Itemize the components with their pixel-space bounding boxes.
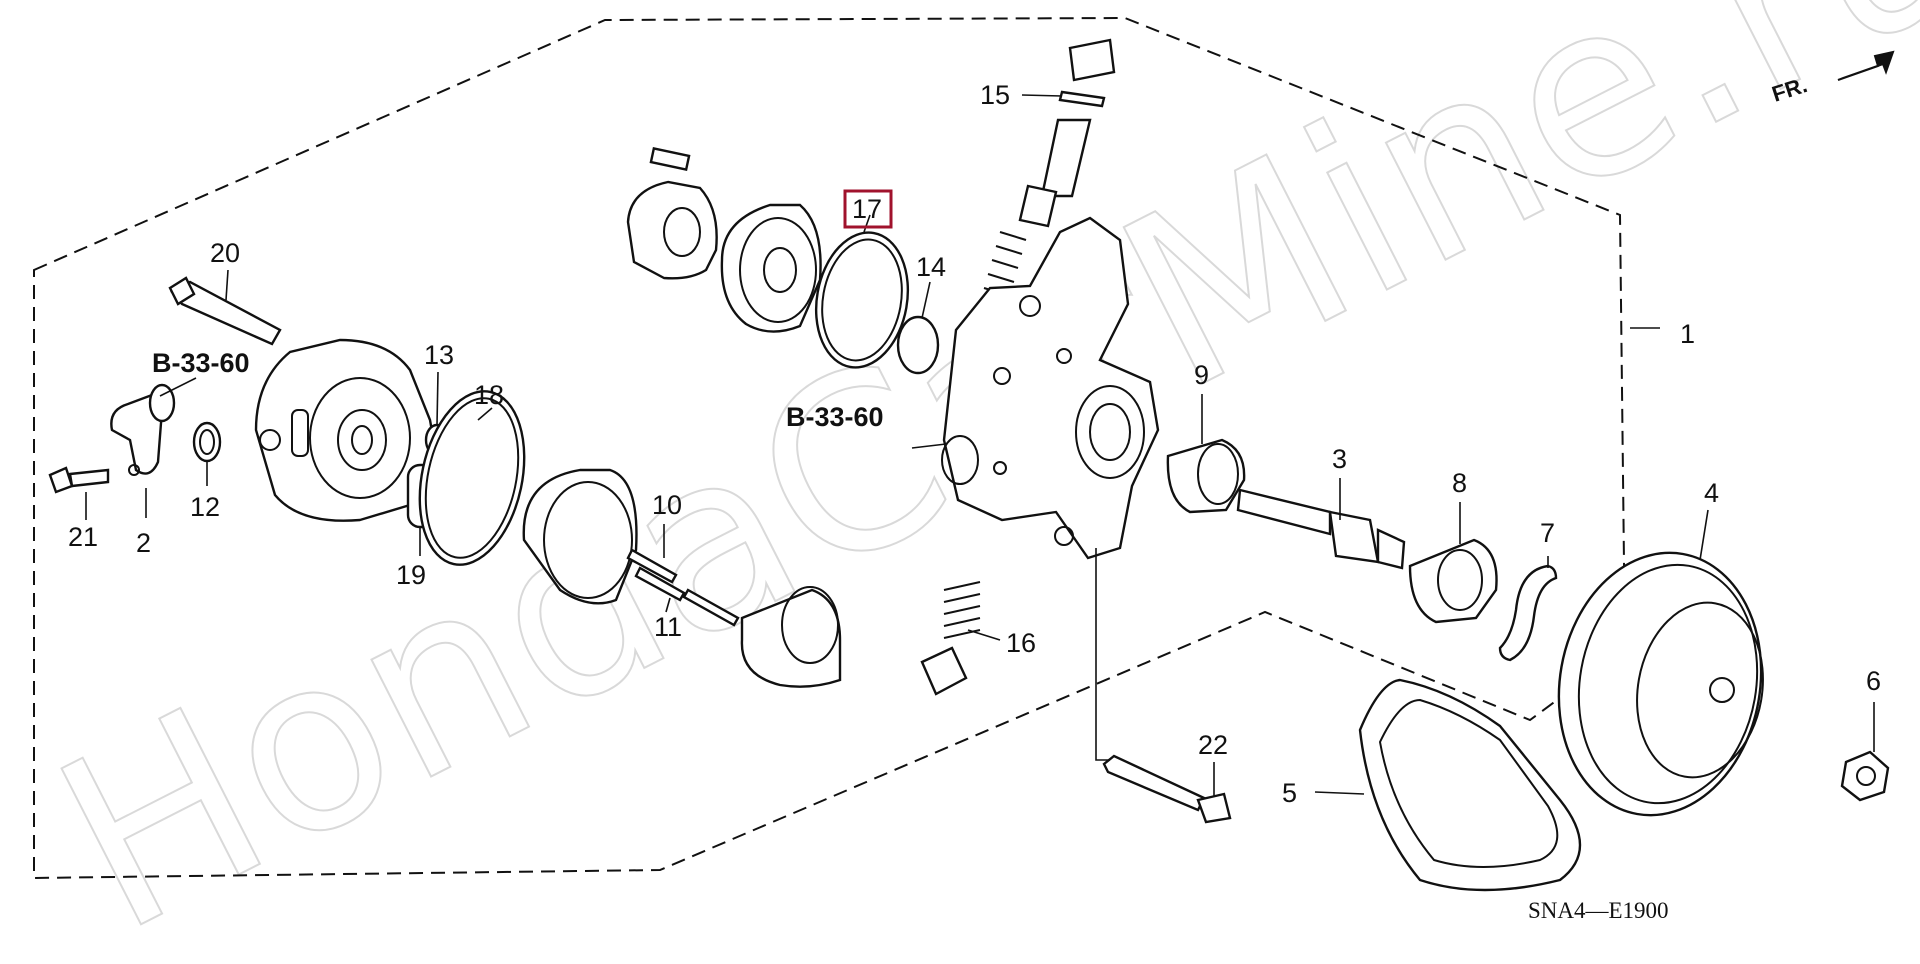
selected-part-highlight bbox=[843, 189, 893, 229]
part-22-bolt bbox=[1102, 754, 1232, 824]
callout-5[interactable]: 5 bbox=[1282, 778, 1297, 808]
callout-17[interactable]: 17 bbox=[852, 194, 882, 224]
bushing bbox=[740, 586, 842, 688]
part-11-pin bbox=[634, 566, 686, 602]
callout-2[interactable]: 2 bbox=[136, 528, 151, 558]
part-20-bolt bbox=[168, 276, 282, 346]
part-12-o-ring bbox=[192, 421, 222, 463]
callout-labels: 1 2 3 4 5 6 7 8 9 10 11 12 13 14 15 16 1… bbox=[68, 80, 1881, 808]
pump-body bbox=[941, 216, 1160, 560]
part-2-fitting bbox=[110, 383, 176, 476]
callout-3[interactable]: 3 bbox=[1332, 444, 1347, 474]
part-5-belt bbox=[1358, 678, 1582, 892]
callout-15[interactable]: 15 bbox=[980, 80, 1010, 110]
part-21-bolt bbox=[48, 466, 110, 494]
part-11-pin-b bbox=[682, 588, 740, 627]
callout-1[interactable]: 1 bbox=[1680, 319, 1695, 349]
part-16-spring bbox=[943, 581, 981, 639]
callout-16[interactable]: 16 bbox=[1006, 628, 1036, 658]
part-18-o-ring bbox=[418, 390, 526, 566]
callout-11[interactable]: 11 bbox=[654, 612, 682, 642]
reference-code-left[interactable]: B-33-60 bbox=[152, 348, 250, 378]
part-8-bearing bbox=[1408, 538, 1498, 624]
rotor bbox=[626, 180, 718, 280]
relief-plug bbox=[920, 646, 968, 696]
callout-8[interactable]: 8 bbox=[1452, 468, 1467, 498]
callout-19[interactable]: 19 bbox=[396, 560, 426, 590]
part-14-o-ring bbox=[896, 315, 940, 375]
part-6-nut bbox=[1840, 750, 1890, 802]
vane-key bbox=[649, 146, 691, 172]
side-plate bbox=[720, 203, 822, 333]
callout-6[interactable]: 6 bbox=[1866, 666, 1881, 696]
callout-20[interactable]: 20 bbox=[210, 238, 240, 268]
part-15-plug bbox=[1058, 38, 1116, 108]
callout-22[interactable]: 22 bbox=[1198, 730, 1228, 760]
part-10-pin bbox=[626, 548, 678, 584]
callout-4[interactable]: 4 bbox=[1704, 478, 1719, 508]
flow-control-valve bbox=[1018, 118, 1092, 228]
arrow-icon bbox=[1837, 50, 1895, 81]
callout-21[interactable]: 21 bbox=[68, 522, 98, 552]
valve-spring bbox=[979, 231, 1027, 311]
part-4-pulley bbox=[1557, 551, 1764, 817]
callout-14[interactable]: 14 bbox=[916, 252, 946, 282]
leader-lines bbox=[85, 94, 1875, 796]
reference-code-center[interactable]: B-33-60 bbox=[786, 402, 884, 432]
part-17-o-ring bbox=[814, 231, 910, 369]
callout-13[interactable]: 13 bbox=[424, 340, 454, 370]
callout-10[interactable]: 10 bbox=[652, 490, 682, 520]
callout-9[interactable]: 9 bbox=[1194, 360, 1209, 390]
diagram-code: SNA4—E1900 bbox=[1528, 898, 1669, 923]
callout-7[interactable]: 7 bbox=[1540, 518, 1555, 548]
pump-cover bbox=[254, 338, 434, 522]
part-7-snap-ring bbox=[1498, 564, 1558, 662]
part-9-oil-seal bbox=[1166, 438, 1246, 514]
callout-12[interactable]: 12 bbox=[190, 492, 220, 522]
cam-ring bbox=[522, 468, 638, 605]
part-3-shaft bbox=[1236, 488, 1406, 570]
callout-18[interactable]: 18 bbox=[474, 380, 504, 410]
assembly-boundary bbox=[33, 16, 1627, 880]
